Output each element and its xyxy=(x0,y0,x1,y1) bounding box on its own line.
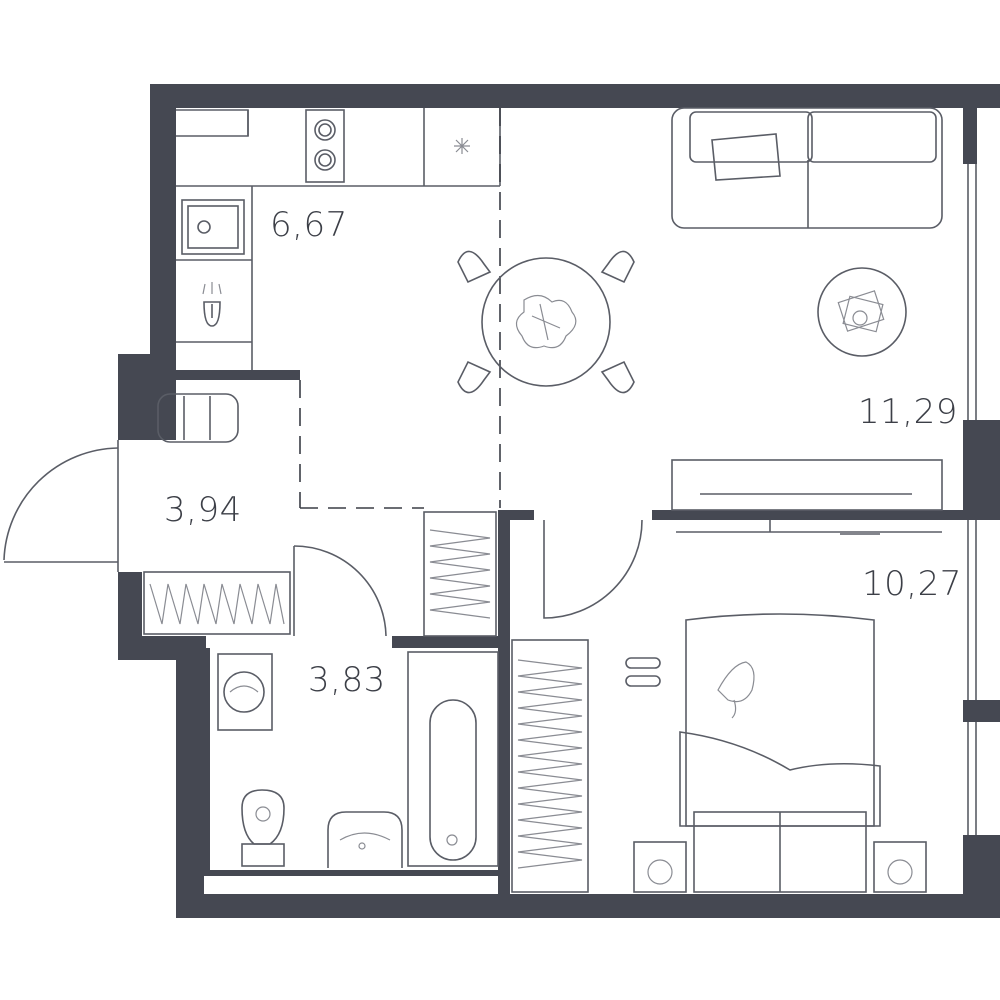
living-area-label: 11,29 xyxy=(858,392,958,432)
entrance-door xyxy=(3,440,119,572)
sofa-icon xyxy=(671,107,943,229)
bedroom-area-label: 10,27 xyxy=(862,564,962,604)
nightstand-right xyxy=(873,841,927,893)
sink-icon xyxy=(181,199,245,255)
corridor-wardrobe-icon xyxy=(423,511,497,637)
hall-area-label: 3,94 xyxy=(164,490,242,530)
bathroom-door xyxy=(293,545,387,637)
tap-icon xyxy=(202,282,222,327)
bathtub-icon xyxy=(407,651,499,867)
zone-boundaries xyxy=(299,108,501,509)
windows xyxy=(967,164,977,835)
coffee-table-icon xyxy=(817,267,907,357)
wardrobe-icon xyxy=(143,571,291,635)
stove-icon xyxy=(305,109,345,183)
walls xyxy=(118,84,1000,918)
bed-icon xyxy=(679,613,881,893)
dining-table-icon xyxy=(457,250,635,394)
washing-machine-icon xyxy=(217,653,273,731)
tv-icon xyxy=(671,459,943,535)
kitchen-area-label: 6,67 xyxy=(270,205,348,245)
toilet-icon xyxy=(241,789,285,867)
pouf-icon xyxy=(157,393,239,443)
bedroom-door xyxy=(543,519,643,619)
slippers-icon xyxy=(625,657,661,687)
kitchen-furniture xyxy=(176,108,501,370)
washbasin-icon xyxy=(327,811,403,868)
nightstand-left xyxy=(633,841,687,893)
bathroom-area-label: 3,83 xyxy=(308,660,386,700)
bedroom-wardrobe-icon xyxy=(511,639,589,893)
fridge-icon xyxy=(454,138,470,154)
